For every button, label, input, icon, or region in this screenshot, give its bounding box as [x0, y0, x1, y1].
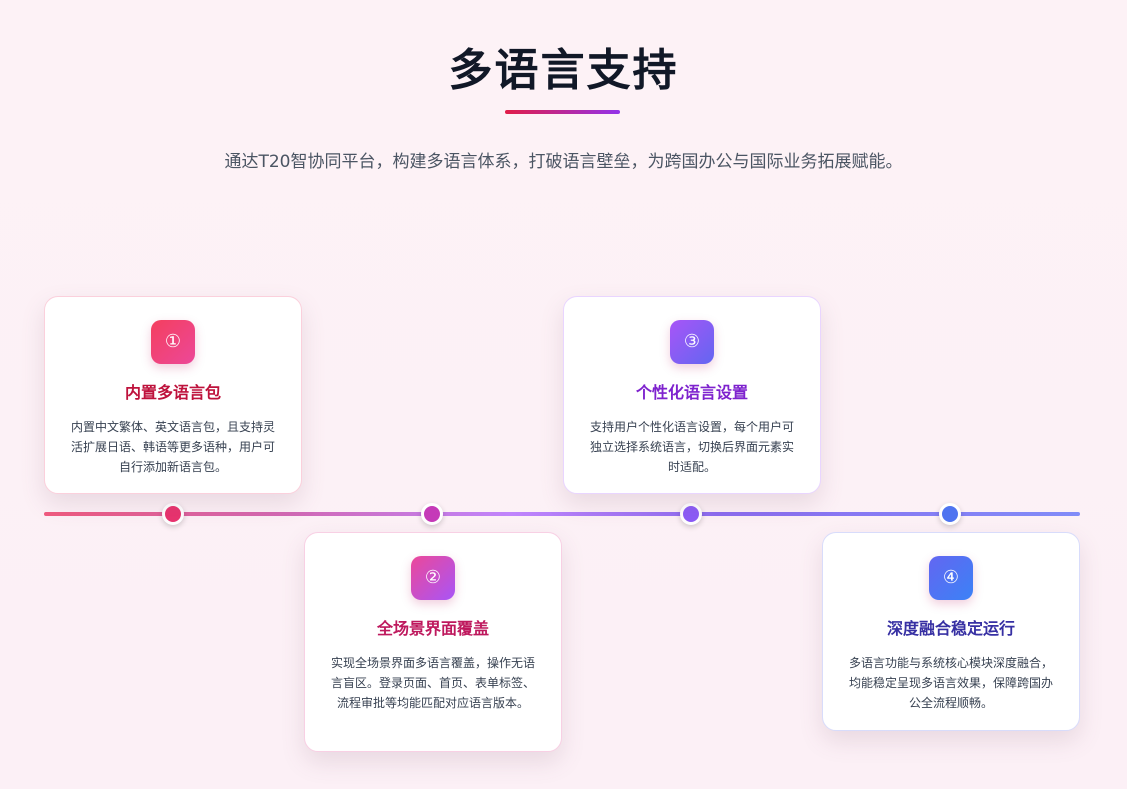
number-two-icon: ② — [411, 556, 455, 600]
card-title: 全场景界面覆盖 — [376, 619, 489, 638]
timeline-dot-4 — [939, 503, 961, 525]
card-description: 支持用户个性化语言设置，每个用户可独立选择系统语言，切换后界面元素实时适配。 — [590, 420, 795, 474]
card-title: 深度融合稳定运行 — [886, 619, 1015, 638]
page-subtitle: 通达T20智协同平台，构建多语言体系，打破语言壁垒，为跨国办公与国际业务拓展赋能… — [224, 152, 903, 172]
feature-card-1: ① 内置多语言包 内置中文繁体、英文语言包，且支持灵活扩展日语、韩语等更多语种，… — [44, 296, 302, 494]
card-title: 个性化语言设置 — [635, 383, 748, 402]
number-one-icon: ① — [151, 320, 195, 364]
title-underline — [505, 110, 620, 114]
timeline-dot-2 — [421, 503, 443, 525]
number-three-icon: ③ — [670, 320, 714, 364]
card-description: 内置中文繁体、英文语言包，且支持灵活扩展日语、韩语等更多语种，用户可自行添加新语… — [71, 420, 276, 474]
feature-card-2: ② 全场景界面覆盖 实现全场景界面多语言覆盖，操作无语言盲区。登录页面、首页、表… — [304, 532, 562, 752]
feature-card-4: ④ 深度融合稳定运行 多语言功能与系统核心模块深度融合，均能稳定呈现多语言效果，… — [822, 532, 1080, 731]
card-description: 实现全场景界面多语言覆盖，操作无语言盲区。登录页面、首页、表单标签、流程审批等均… — [331, 656, 536, 710]
timeline-dot-1 — [162, 503, 184, 525]
feature-card-3: ③ 个性化语言设置 支持用户个性化语言设置，每个用户可独立选择系统语言，切换后界… — [563, 296, 821, 494]
card-description: 多语言功能与系统核心模块深度融合，均能稳定呈现多语言效果，保障跨国办公全流程顺畅… — [849, 656, 1054, 710]
timeline-dot-3 — [680, 503, 702, 525]
page-title: 多语言支持 — [448, 45, 679, 96]
card-title: 内置多语言包 — [124, 383, 221, 402]
timeline-line — [44, 512, 1080, 516]
number-four-icon: ④ — [929, 556, 973, 600]
